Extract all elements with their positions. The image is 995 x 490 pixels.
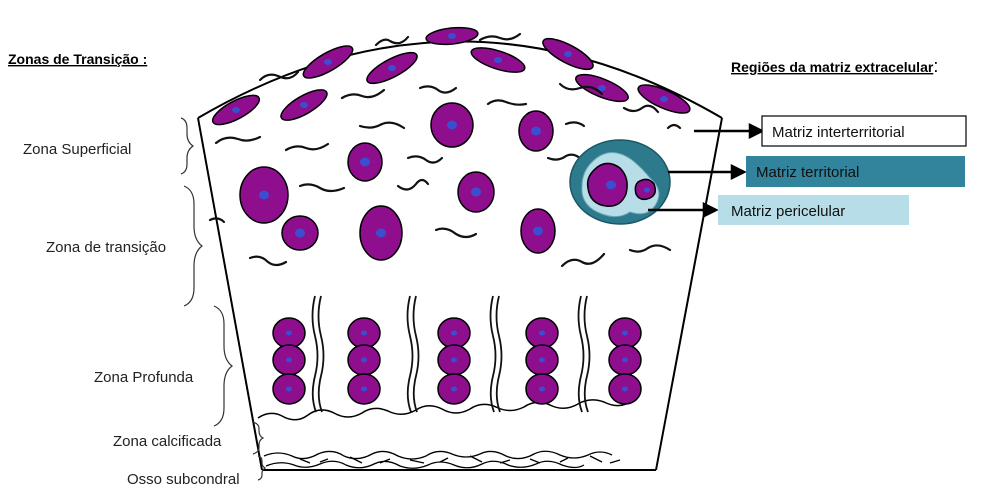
- vertical-collagen-fiber: [491, 296, 496, 412]
- vertical-collagen-fiber: [319, 296, 324, 412]
- collagen-fiber: [488, 100, 526, 104]
- collagen-fiber: [408, 156, 442, 162]
- chondrocyte-nucleus: [232, 107, 240, 113]
- chondron-highlight: [570, 140, 670, 224]
- chondrocyte-nucleus: [598, 85, 606, 91]
- matrix-title-colon: :: [933, 56, 938, 76]
- chondrocyte-nucleus: [622, 331, 628, 336]
- chondrocyte-nucleus: [360, 158, 370, 167]
- collagen-fiber: [300, 184, 344, 191]
- chondrocyte-nucleus: [622, 358, 628, 363]
- chondrocyte-nucleus: [295, 229, 305, 238]
- brace-transition: [184, 186, 202, 306]
- chondrocyte-nucleus: [494, 57, 502, 63]
- collagen-fiber: [216, 137, 260, 143]
- vertical-collagen-fiber: [585, 296, 590, 412]
- zone-label-calcified: Zona calcificada: [113, 433, 222, 450]
- chondrocyte-nucleus: [286, 387, 292, 392]
- chondrocyte-nucleus: [539, 387, 545, 392]
- chondrocyte-nucleus: [471, 188, 481, 197]
- chondrocyte-nucleus: [533, 227, 543, 236]
- vertical-collagen-fiber: [414, 296, 419, 412]
- transition-cells: [240, 103, 555, 260]
- chondrocyte-nucleus: [259, 191, 269, 200]
- chondrocyte-nucleus: [660, 96, 668, 102]
- brace-deep: [214, 306, 232, 426]
- chondrocyte-nucleus: [622, 387, 628, 392]
- chondrocyte-nucleus: [286, 358, 292, 363]
- chondrocyte-nucleus: [361, 358, 367, 363]
- chondrocyte-nucleus: [531, 127, 541, 136]
- vertical-collagen-fiber: [579, 296, 584, 412]
- chondrocyte-nucleus: [448, 33, 456, 39]
- vertical-collagen-fiber: [497, 296, 502, 412]
- collagen-fiber: [562, 254, 604, 266]
- collagen-fiber: [436, 229, 476, 237]
- collagen-fiber: [376, 37, 408, 45]
- brace-superficial: [181, 118, 193, 174]
- vertical-collagen-fiber: [408, 296, 413, 412]
- collagen-fiber: [286, 144, 328, 150]
- collagen-fiber: [630, 245, 670, 251]
- chondrocyte-nucleus: [539, 331, 545, 336]
- label-pericellular: Matriz pericelular: [731, 203, 845, 220]
- chondrocyte-nucleus: [361, 331, 367, 336]
- chondrocyte-nucleus: [388, 65, 396, 71]
- chondrocyte-nucleus: [539, 358, 545, 363]
- zones-title: Zonas de Transição :: [8, 51, 147, 67]
- chondrocyte-nucleus: [451, 331, 457, 336]
- matrix-title: Regiões da matriz extracelular:: [731, 56, 938, 76]
- collagen-fiber: [420, 86, 456, 92]
- chondrocyte-nucleus: [451, 387, 457, 392]
- arrowhead-pericellular: [704, 204, 716, 216]
- label-territorial: Matriz territorial: [756, 164, 859, 181]
- chondrocyte-nucleus: [376, 229, 386, 238]
- collagen-fiber: [360, 123, 404, 128]
- chondrocyte-nucleus: [324, 59, 332, 65]
- chondrocyte-nucleus: [286, 331, 292, 336]
- chondron-nucleus-large: [606, 181, 616, 190]
- chondrocyte-nucleus: [361, 387, 367, 392]
- subchondral-bone-layer: [264, 451, 620, 468]
- collagen-fiber: [624, 106, 658, 112]
- chondron-nucleus-small: [644, 188, 650, 193]
- collagen-fiber: [250, 257, 286, 265]
- arrowhead-interterritorial: [750, 125, 762, 137]
- arrowhead-territorial: [732, 166, 744, 178]
- zone-label-bone: Osso subcondral: [127, 471, 240, 488]
- vertical-collagen-fiber: [313, 296, 318, 412]
- collagen-fiber: [668, 125, 680, 128]
- chondrocyte-nucleus: [451, 358, 457, 363]
- zone-label-transition: Zona de transição: [46, 239, 166, 256]
- collagen-fiber: [548, 155, 582, 160]
- chondrocyte-nucleus: [447, 121, 457, 130]
- chondrocyte-nucleus: [300, 102, 308, 108]
- collagen-fiber: [342, 90, 384, 98]
- collagen-fiber: [398, 180, 428, 190]
- label-interterritorial: Matriz interterritorial: [772, 124, 905, 141]
- collagen-fiber: [566, 122, 584, 126]
- chondrocyte-nucleus: [564, 51, 572, 57]
- matrix-title-text: Regiões da matriz extracelular: [731, 59, 934, 75]
- zone-label-deep: Zona Profunda: [94, 369, 194, 386]
- collagen-fiber: [480, 34, 520, 40]
- zone-label-superficial: Zona Superficial: [23, 141, 131, 158]
